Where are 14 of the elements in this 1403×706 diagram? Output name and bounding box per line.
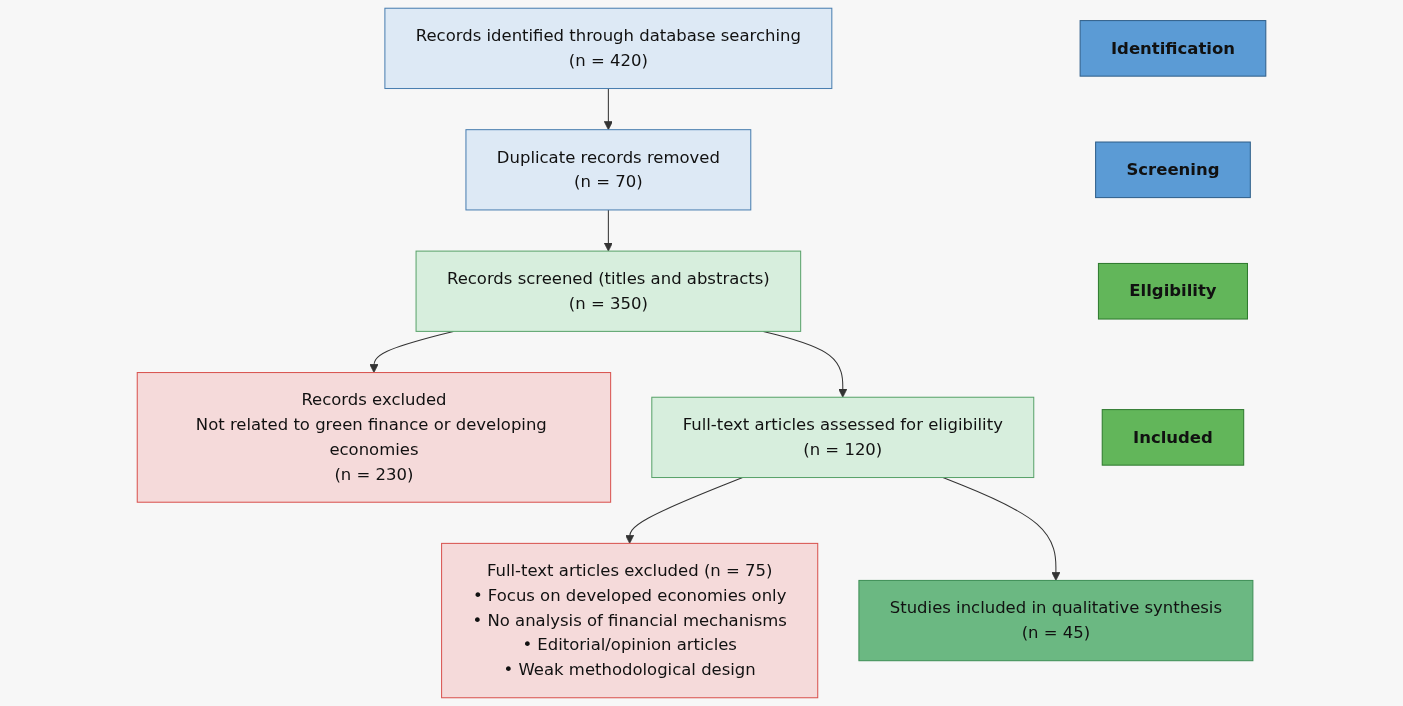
node-box: Included: [1101, 409, 1245, 466]
arrow: [603, 209, 613, 252]
node-box: Full-text articles excluded (n = 75) • Focus on developed economies only • No analysis of financial mechanisms • Editorial/opinion articles • Weak methodological design: [441, 542, 819, 699]
node-box: Studies included in qualitative synthesis (n = 45): [858, 579, 1254, 662]
arrow: [942, 477, 1061, 581]
node-box: Records screened (titles and abstracts) (n = 350): [415, 250, 802, 332]
node-box: Screening: [1095, 141, 1251, 199]
node-box: Records excluded Not related to green finance or developing economies (n = 230): [136, 372, 612, 503]
node-box: Duplicate records removed (n = 70): [465, 129, 752, 211]
node-box: Identification: [1079, 20, 1267, 77]
arrow: [603, 88, 613, 131]
node-box: Full-text articles assessed for eligibility (n = 120): [651, 396, 1035, 479]
node-box: Records identified through database searching (n = 420): [384, 7, 833, 90]
node-box: Ellgibility: [1097, 262, 1248, 320]
